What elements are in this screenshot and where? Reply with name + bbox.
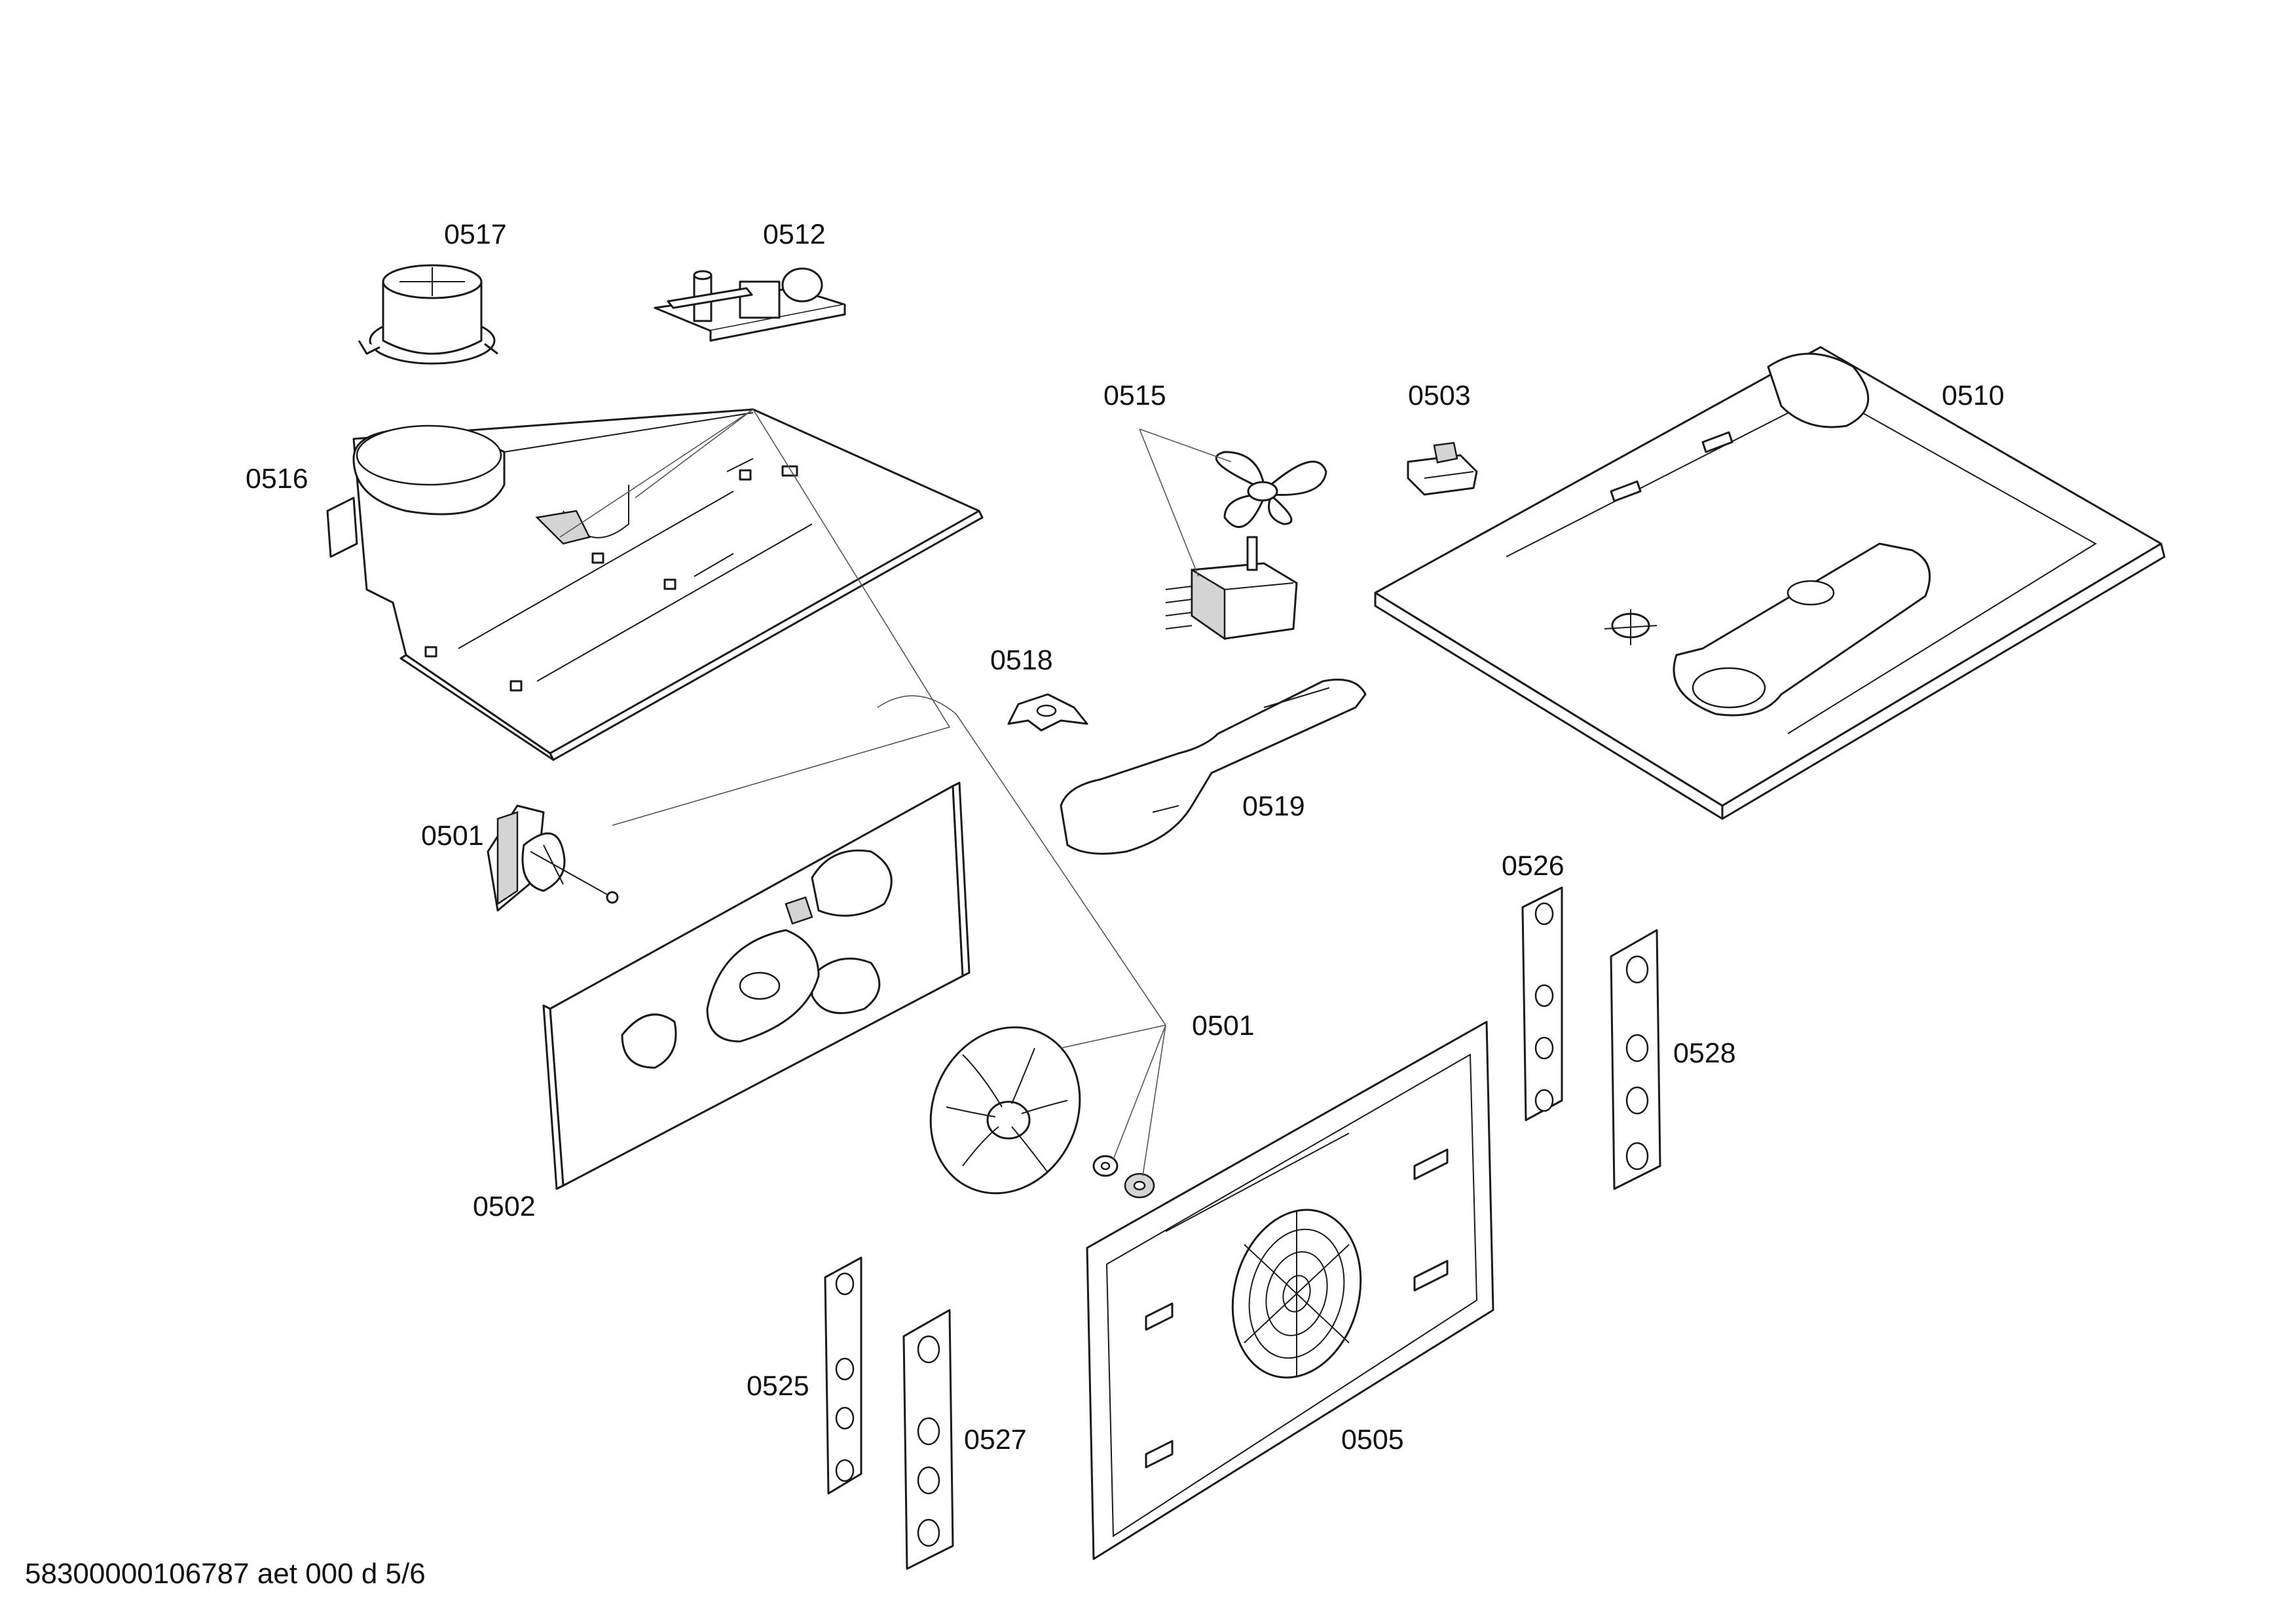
label-0516: 0516 — [246, 463, 308, 495]
label-0501-lower: 0501 — [1192, 1010, 1255, 1042]
label-0517: 0517 — [444, 219, 507, 250]
part-0515-fan-motor — [1165, 451, 1327, 641]
part-0502-rear-panel — [542, 781, 971, 1190]
leader-lines — [559, 409, 1232, 1176]
part-0501-convection-motor — [487, 804, 619, 912]
part-0510-bottom-plate — [1374, 346, 2166, 820]
label-0526: 0526 — [1502, 850, 1565, 882]
drawing-number-footer: 58300000106787 aet 000 d 5/6 — [25, 1558, 426, 1590]
label-0528: 0528 — [1673, 1038, 1736, 1069]
part-0501-fan-wheel — [929, 1026, 1155, 1199]
part-0517-cover — [358, 264, 498, 365]
part-0503-thermostat — [1407, 441, 1478, 496]
part-0519-cover-plate — [1060, 679, 1367, 855]
label-0505: 0505 — [1341, 1424, 1404, 1455]
part-labels: 0517 0512 0515 0503 0510 0516 0518 0519 … — [246, 219, 2005, 1455]
part-0505-oven-front-wall — [1086, 1021, 1494, 1560]
label-0512: 0512 — [763, 219, 826, 250]
label-0518: 0518 — [990, 645, 1053, 676]
part-0512-circuit-board — [654, 267, 846, 342]
part-0525-side-rail — [824, 1256, 862, 1495]
label-0501-upper: 0501 — [421, 820, 484, 852]
label-0503: 0503 — [1408, 380, 1471, 411]
part-0518-bracket — [1007, 693, 1088, 732]
label-0515: 0515 — [1103, 380, 1166, 411]
part-0526-side-rail — [1521, 886, 1563, 1121]
label-0510: 0510 — [1942, 380, 2005, 411]
part-0527-side-rail — [902, 1309, 954, 1570]
label-0525: 0525 — [747, 1370, 809, 1402]
label-0519: 0519 — [1242, 791, 1305, 822]
label-0502: 0502 — [473, 1191, 536, 1222]
part-0528-side-rail — [1610, 929, 1661, 1190]
part-0516-top-housing — [326, 408, 984, 761]
label-0527: 0527 — [964, 1424, 1027, 1455]
